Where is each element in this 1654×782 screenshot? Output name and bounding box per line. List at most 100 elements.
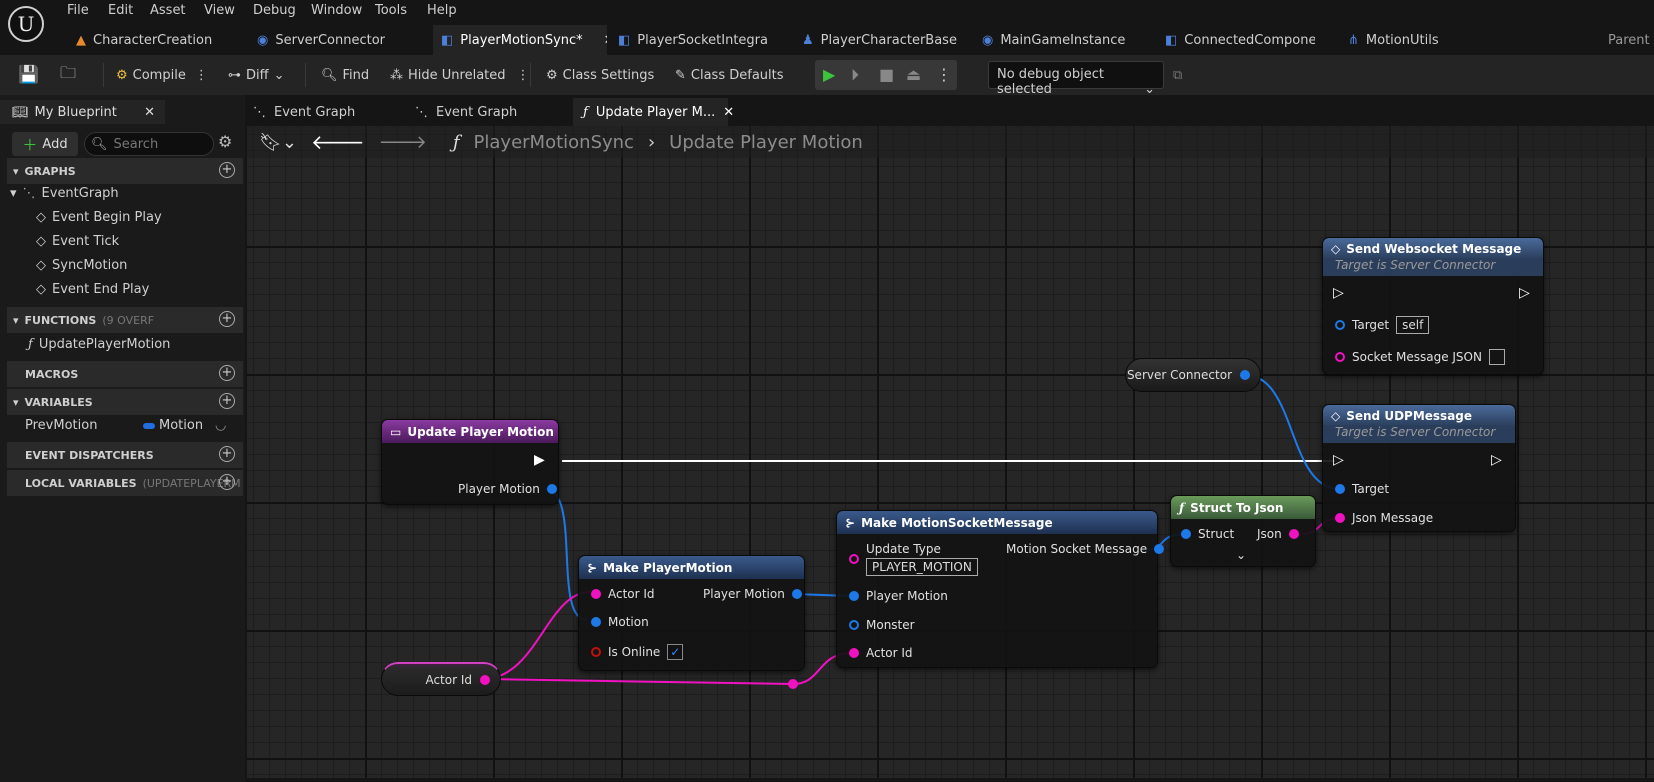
tree-event-begin-play[interactable]: ◇Event Begin Play	[36, 210, 162, 225]
tab-player-socket-integra[interactable]: ◧ PlayerSocketIntegra...	[618, 25, 768, 55]
stop-icon[interactable]: ■	[879, 65, 895, 84]
struct-in-pin[interactable]: Struct	[1181, 527, 1234, 541]
socket-message-json-pin[interactable]: Socket Message JSON	[1335, 349, 1505, 365]
my-blueprint-tab[interactable]: 📖︎ My Blueprint ✕	[0, 100, 165, 124]
exec-in-pin[interactable]: ▷	[1333, 452, 1344, 468]
menu-help[interactable]: Help	[427, 3, 457, 18]
is-online-pin[interactable]: Is Online ✓	[591, 644, 684, 660]
find-button[interactable]: 🔍︎ Find	[321, 55, 369, 95]
checkbox-checked-icon[interactable]: ✓	[667, 644, 684, 660]
section-local-variables[interactable]: LOCAL VARIABLES (UPDATEPLAYERM +	[7, 470, 243, 496]
eject-icon[interactable]: ⏏	[906, 65, 922, 84]
update-type-field[interactable]: PLAYER_MOTION	[866, 558, 978, 576]
menu-edit[interactable]: Edit	[108, 3, 134, 18]
compile-button[interactable]: ⚙ Compile ⋮	[116, 67, 208, 83]
motion-socket-message-out-pin[interactable]: Motion Socket Message	[1006, 542, 1165, 556]
output-pin-icon[interactable]	[1240, 370, 1250, 380]
node-make-motion-socket-message[interactable]: ⊱ Make MotionSocketMessage Update Type P…	[836, 510, 1165, 668]
menu-tools[interactable]: Tools	[375, 3, 408, 18]
player-motion-out-pin[interactable]: Player Motion	[458, 482, 557, 496]
actor-id-in-pin[interactable]: Actor Id	[849, 646, 913, 660]
class-defaults-button[interactable]: ✎ Class Defaults	[675, 55, 784, 95]
node-send-websocket-message[interactable]: ◇ Send Websocket Message Target is Serve…	[1322, 237, 1544, 375]
tab-server-connector[interactable]: ◉ ServerConnector	[257, 25, 385, 55]
tree-event-graph[interactable]: ▾⋱ EventGraph	[10, 186, 119, 201]
motion-in-pin[interactable]: Motion	[591, 615, 649, 629]
menu-window[interactable]: Window	[311, 3, 363, 18]
tab-main-game-instance[interactable]: ◉ MainGameInstance	[982, 25, 1125, 55]
json-message-pin[interactable]: Json Message	[1335, 511, 1433, 525]
play-options-icon[interactable]: ⋮	[936, 65, 952, 84]
step-icon[interactable]: ⏵	[851, 65, 860, 84]
section-variables[interactable]: ▾VARIABLES +	[7, 389, 243, 415]
add-local-variable-icon[interactable]: +	[219, 474, 235, 490]
player-motion-out-pin[interactable]: Player Motion	[703, 587, 802, 601]
node-server-connector[interactable]: Server Connector	[1125, 358, 1261, 392]
hide-unrelated-button[interactable]: ⁂ Hide Unrelated ⋮	[390, 67, 530, 83]
section-graphs[interactable]: ▾GRAPHS +	[7, 158, 243, 184]
exec-out-pin[interactable]: ▷	[1519, 285, 1530, 301]
tree-event-end-play[interactable]: ◇Event End Play	[36, 282, 149, 297]
tab-player-character-base[interactable]: ♟ PlayerCharacterBase	[802, 25, 957, 55]
node-struct-to-json[interactable]: ƒ Struct To Json Struct Json ⌄	[1170, 495, 1316, 567]
blueprint-graph-canvas[interactable]: 🔖︎⌄ 🡐 🡒 ƒ PlayerMotionSync › Update Play…	[247, 126, 1654, 778]
browse-icon[interactable]: 🗀	[60, 62, 77, 82]
section-functions[interactable]: ▾FUNCTIONS (9 OVERF +	[7, 307, 243, 333]
node-make-player-motion[interactable]: ⊱ Make PlayerMotion Actor Id Player Moti…	[578, 555, 805, 671]
add-variable-icon[interactable]: +	[219, 393, 235, 409]
json-out-pin[interactable]: Json	[1257, 527, 1299, 541]
tree-event-tick[interactable]: ◇Event Tick	[36, 234, 119, 249]
add-graph-icon[interactable]: +	[219, 162, 235, 178]
tab-motion-utils[interactable]: ⋔ MotionUtils	[1348, 25, 1439, 55]
tab-connected-compone[interactable]: ◧ ConnectedCompone...	[1165, 25, 1315, 55]
close-icon[interactable]: ✕	[604, 33, 607, 48]
exec-in-pin[interactable]: ▷	[1333, 285, 1344, 301]
target-pin[interactable]: Target	[1335, 482, 1389, 496]
back-arrow-icon[interactable]: 🡐	[310, 130, 365, 154]
target-value-field[interactable]: self	[1396, 316, 1430, 334]
expand-chevron-icon[interactable]: ⌄	[1236, 548, 1247, 562]
menu-debug[interactable]: Debug	[253, 3, 296, 18]
player-motion-in-pin[interactable]: Player Motion	[849, 589, 948, 603]
close-icon[interactable]: ✕	[144, 104, 155, 120]
output-pin-icon[interactable]	[480, 674, 490, 685]
node-send-udp-message[interactable]: ◇ Send UDPMessage Target is Server Conne…	[1322, 404, 1516, 532]
string-input-box[interactable]	[1488, 349, 1505, 365]
bookmark-icon[interactable]: 🔖︎⌄	[259, 131, 297, 153]
exec-out-pin[interactable]: ▶	[534, 452, 545, 468]
update-type-pin[interactable]: Update Type PLAYER_MOTION	[849, 542, 978, 576]
class-settings-button[interactable]: ⚙ Class Settings	[546, 55, 654, 95]
tab-event-graph-2[interactable]: ⋱Event Graph	[415, 98, 517, 126]
diff-button[interactable]: ⊶ Diff ⌄	[228, 55, 285, 95]
unreal-logo-icon[interactable]: U	[8, 6, 44, 42]
add-dispatcher-icon[interactable]: +	[219, 446, 235, 462]
add-function-icon[interactable]: +	[219, 311, 235, 327]
exec-out-pin[interactable]: ▷	[1491, 452, 1502, 468]
forward-arrow-icon[interactable]: 🡒	[378, 131, 427, 153]
menu-file[interactable]: File	[67, 3, 89, 18]
parent-label[interactable]: Parent	[1608, 25, 1650, 55]
menu-asset[interactable]: Asset	[150, 3, 186, 18]
tab-update-player-motion[interactable]: ƒ Update Player M... ✕	[573, 98, 734, 126]
gear-icon[interactable]: ⚙	[218, 132, 233, 151]
debug-object-select[interactable]: No debug object selected ⌄	[988, 61, 1164, 97]
tab-player-motion-sync[interactable]: ◧ PlayerMotionSync* ✕	[433, 25, 607, 55]
menu-view[interactable]: View	[204, 3, 235, 18]
section-event-dispatchers[interactable]: EVENT DISPATCHERS +	[7, 442, 243, 468]
variable-prev-motion[interactable]: PrevMotion Motion ◡	[25, 418, 240, 433]
breadcrumb-root[interactable]: PlayerMotionSync	[473, 131, 634, 153]
debug-filter-icon[interactable]: ⧉	[1173, 67, 1183, 83]
tab-event-graph-1[interactable]: ⋱Event Graph	[253, 98, 355, 126]
play-icon[interactable]: ▶	[823, 65, 836, 84]
close-icon[interactable]: ✕	[723, 104, 735, 120]
add-macro-icon[interactable]: +	[219, 365, 235, 381]
add-button[interactable]: ＋ Add	[12, 132, 78, 156]
tree-sync-motion[interactable]: ◇SyncMotion	[36, 258, 127, 273]
actor-id-in-pin[interactable]: Actor Id	[591, 587, 655, 601]
target-pin[interactable]: Target self	[1335, 316, 1430, 334]
search-input[interactable]: 🔍︎ Search	[84, 132, 214, 156]
tab-character-creation[interactable]: ▲ CharacterCreation	[76, 25, 212, 55]
section-macros[interactable]: MACROS +	[7, 361, 243, 387]
node-actor-id[interactable]: Actor Id	[381, 662, 501, 696]
save-icon[interactable]: 💾	[18, 65, 40, 85]
